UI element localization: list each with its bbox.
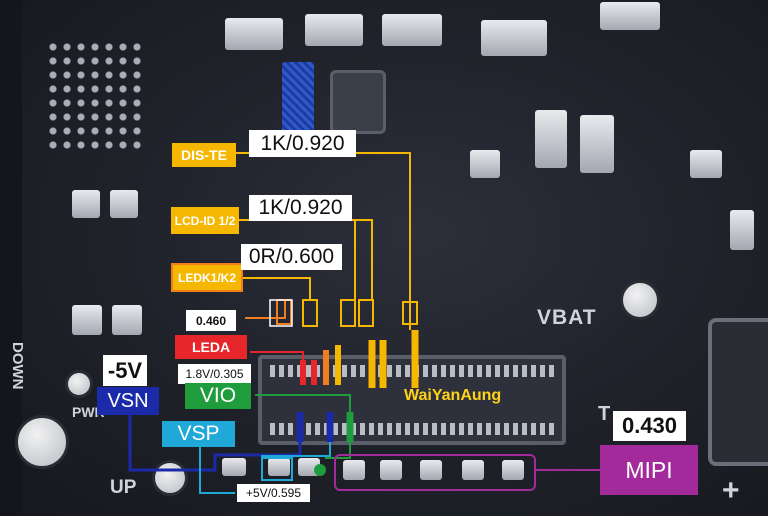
component [222,458,246,476]
silk-pwr: PWR [72,404,105,420]
test-point-pwr [65,370,93,398]
component [72,305,102,335]
resistor-highlight [340,299,356,327]
component [112,305,142,335]
trace-leda-red [250,351,304,385]
value-lcd-id: 1K/0.920 [249,195,352,221]
test-point-down [15,415,69,469]
component [470,150,500,178]
component [502,460,524,480]
component [481,20,547,56]
component [110,190,138,218]
value-vio: 1.8V/0.305 [178,364,251,384]
label-ledk: LEDK1/K2 [171,263,243,292]
value-leda: 0.460 [186,310,236,331]
value-vsp: +5V/0.595 [237,484,310,502]
silk-vbat: VBAT [537,306,597,329]
bga-dot-grid [46,40,146,150]
vio-pad [314,464,326,476]
connector-pins-bottom [270,423,554,435]
label-lcd-id: LCD-ID 1/2 [171,207,239,234]
trace-leda [245,300,286,319]
value-dis-te: 1K/0.920 [249,130,356,157]
vsp-highlight [261,457,293,481]
component [730,210,754,250]
resistor-highlight [402,301,418,325]
component [580,115,614,173]
component [600,2,660,30]
component [535,110,567,168]
label-mipi: MIPI [600,445,698,495]
silk-plus: + [722,474,740,507]
value-mipi: 0.430 [613,411,686,441]
component [72,190,100,218]
mipi-highlight [334,454,536,491]
label-vio: VIO [185,383,251,409]
silk-up: UP [110,477,137,498]
component-outline [269,299,293,327]
trace-ledk [240,277,311,300]
label-leda: LEDA [175,335,247,359]
trace-vsn [128,415,302,472]
trace-vsp [199,447,235,494]
trace-lcd-id-2 [355,219,373,300]
component [268,458,290,476]
trace-vsp-2 [261,420,331,462]
silk-t: T [598,403,611,425]
label-dis-te: DIS-TE [172,143,236,167]
component [380,460,402,480]
label-vsn: VSN [97,387,159,415]
ic-chip [330,70,386,134]
label-vsp: VSP [162,421,235,447]
watermark: WaiYanAung [404,387,502,404]
component [462,460,484,480]
value-vsn: -5V [103,355,147,386]
component [382,14,442,46]
component [305,14,363,46]
component [690,150,722,178]
component [420,460,442,480]
component [343,460,365,480]
board-edge [0,0,22,516]
component [225,18,283,50]
resistor-highlight [302,299,318,327]
test-point-vbat [620,280,660,320]
trace-dis-te [235,152,411,330]
resistor-highlight [358,299,374,327]
test-point-up [152,460,188,496]
connector-bracket [708,318,768,466]
value-ledk: 0R/0.600 [241,244,342,270]
blue-ic [282,62,314,140]
